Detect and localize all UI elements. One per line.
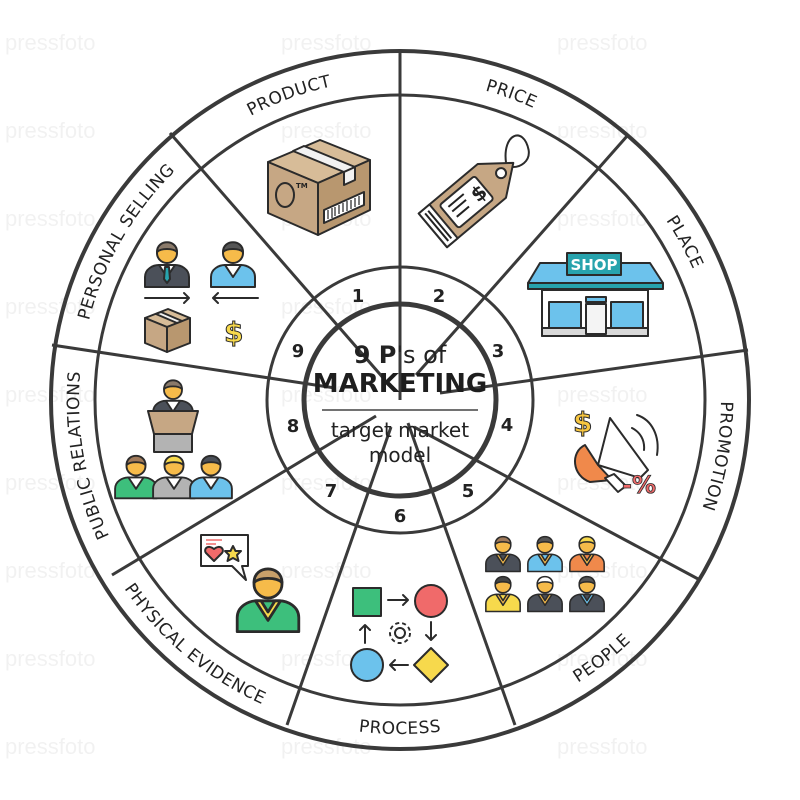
trademark-text: TM: [296, 182, 308, 190]
watermark-text: pressfoto: [5, 30, 96, 55]
audience-figure: [189, 454, 233, 500]
segment-number: 5: [462, 481, 475, 502]
team-member-figure: [569, 575, 605, 613]
label-physical-evidence: PHYSICAL EVIDENCE: [120, 580, 269, 709]
title-subtitle-2: model: [369, 443, 431, 467]
small-box-icon: [144, 308, 191, 353]
divider-people-process: [406, 422, 517, 726]
watermark-text: pressfoto: [557, 30, 648, 55]
team-member-figure: [569, 535, 605, 573]
watermark-text: pressfoto: [5, 294, 96, 319]
label-process: PROCESS: [358, 717, 442, 739]
review-speech-bubble-icon: [200, 534, 249, 581]
watermark-text: pressfoto: [5, 558, 96, 583]
exchange-arrows: [144, 292, 259, 304]
title-marketing: MARKETING: [313, 369, 487, 399]
customer-figure: [210, 241, 256, 288]
watermark-text: pressfoto: [281, 118, 372, 143]
box-icon: TM: [267, 139, 371, 236]
people-figures: [114, 241, 605, 633]
divider-physical-public: [111, 414, 377, 577]
discount-text: -%: [622, 471, 656, 499]
team-member-figure: [527, 575, 563, 613]
segment-number: 2: [433, 286, 446, 307]
team-member-figure: [485, 535, 521, 573]
team-member-figure: [527, 535, 563, 573]
watermark-text: pressfoto: [5, 206, 96, 231]
divider-price-place: [414, 134, 630, 376]
center-circle: [301, 301, 499, 499]
segment-number: 6: [394, 506, 407, 527]
team-member-figure: [485, 575, 521, 613]
watermark-text: pressfoto: [557, 734, 648, 759]
watermark-text: pressfoto: [557, 206, 648, 231]
watermark-text: pressfoto: [5, 734, 96, 759]
process-flow-icon: [350, 584, 449, 683]
svg-text:9 P's of: 9 P's of: [354, 341, 447, 369]
gear-icon: [389, 622, 411, 644]
segment-numbers: 1 2 3 4 5 6 7 8 9: [287, 286, 514, 527]
watermark-text: pressfoto: [281, 30, 372, 55]
dollar-sign: $: [224, 316, 243, 349]
segment-number: 8: [287, 416, 300, 437]
divider-public-personal: [51, 343, 336, 390]
title-subtitle-1: target market: [331, 418, 469, 442]
watermark-text: pressfoto: [5, 470, 96, 495]
segment-number: 4: [501, 415, 514, 436]
label-price: PRICE: [484, 76, 540, 113]
segment-dividers: [51, 51, 749, 726]
segment-number: 3: [492, 341, 505, 362]
number-ring: [265, 265, 535, 535]
reviewer-figure: [235, 567, 301, 633]
title-line1-bold: 9 P: [354, 341, 397, 369]
label-product: PRODUCT: [244, 72, 333, 121]
divider-place-promotion: [439, 348, 749, 395]
segment-number: 7: [325, 481, 338, 502]
megaphone-icon: $ -%: [573, 406, 659, 499]
divider-promotion-people: [413, 425, 701, 582]
salesperson-figure: [144, 241, 190, 288]
shop-icon: SHOP: [527, 252, 664, 337]
center-title: 9 P's of MARKETING target market model: [313, 341, 487, 467]
podium-icon: [147, 410, 199, 453]
price-tag-icon: $: [417, 134, 530, 249]
watermark-text: pressfoto: [281, 558, 372, 583]
audience-figure: [152, 454, 196, 500]
divider-process-physical: [285, 426, 393, 726]
segment-number: 9: [292, 341, 305, 362]
watermark-text: pressfoto: [5, 646, 96, 671]
shop-sign-text: SHOP: [570, 256, 617, 274]
segment-number: 1: [352, 286, 365, 307]
divider-personal-product: [168, 132, 387, 381]
watermark-text: pressfoto: [5, 118, 96, 143]
title-line1-rest: 's of: [396, 341, 446, 369]
dollar-sign: $: [573, 406, 592, 439]
audience-figure: [114, 454, 158, 500]
watermark-text: pressfoto: [557, 382, 648, 407]
